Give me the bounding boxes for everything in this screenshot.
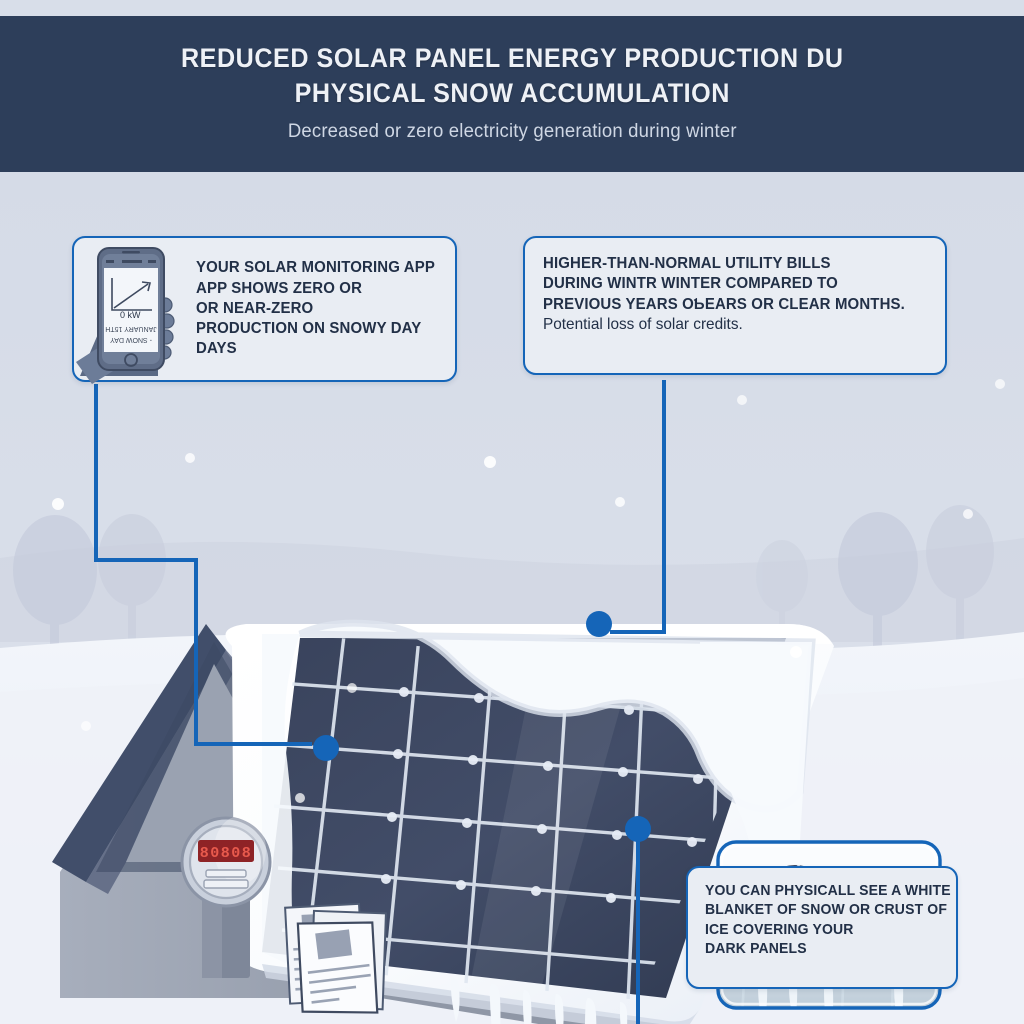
callout1-line-1: APP SHOWS ZERO OR [196, 279, 363, 297]
page-subtitle: Decreased or zero electricity generation… [287, 119, 737, 142]
callout2-subline: Potential loss of solar credits. [543, 315, 743, 333]
connector-dots [313, 611, 651, 842]
page-title-line2: PHYSICAL SNOW ACCUMULATION [294, 78, 730, 108]
callout3-line-1: BLANKET OF SNOW OR CRUST OF [705, 902, 948, 919]
callout2-line-2: PREVIOUS YEARS OƅEARS OR CLEAR MONTHS. [543, 295, 905, 313]
callout-utility-bills[interactable]: HIGHER-THAN-NORMAL UTILITY BILLS DURING … [523, 236, 947, 375]
callout3-line-3: DARK PANELS [705, 940, 807, 957]
page-title: REDUCED SOLAR PANEL ENERGY PRODUCTION DU… [181, 41, 844, 110]
callout1-line-4: DAYS [196, 340, 237, 358]
callout1-line-0: YOUR SOLAR MONITORING APP [196, 259, 435, 277]
callout1-line-2: OR NEAR-ZERO [196, 299, 314, 317]
smartphone-icon: 0 kW JANUARY 15TH - SNOW DAY [74, 238, 192, 384]
connector-dot-roof-right [586, 611, 612, 637]
callout-connectors [94, 380, 666, 1024]
connector-dot-roof-left [313, 735, 339, 761]
phone-caption-line2: - SNOW DAY [110, 336, 152, 343]
callout-solar-app-text: YOUR SOLAR MONITORING APP APP SHOWS ZERO… [192, 252, 445, 365]
electric-meter: 80808 [180, 816, 272, 978]
callout1-line-3: PRODUCTION ON SNOWY DAY [196, 320, 422, 338]
callout-utility-bills-text: HIGHER-THAN-NORMAL UTILITY BILLS DURING … [525, 238, 945, 336]
callout-snow-blanket-text: YOU CAN PHYSICALL SEE A WHITE BLANKET OF… [688, 868, 956, 959]
callout2-line-1: DURING WINTR WINTER COMPARED TO [543, 275, 838, 293]
callout3-line-2: ICE COVERING YOUR [705, 921, 854, 938]
connector-dot-panel-bottom [625, 816, 651, 842]
callout-snow-blanket[interactable]: YOU CAN PHYSICALL SEE A WHITE BLANKET OF… [686, 866, 958, 989]
background-trees [13, 505, 994, 672]
phone-caption-line1: JANUARY 15TH [105, 325, 156, 332]
callout-solar-app[interactable]: 0 kW JANUARY 15TH - SNOW DAY YOUR SOLAR … [72, 236, 457, 384]
callout2-line-0: HIGHER-THAN-NORMAL UTILITY BILLS [543, 255, 831, 272]
meter-display: 80808 [200, 845, 253, 862]
utility-bill-papers [284, 902, 387, 1014]
icicles [450, 978, 628, 1024]
page-title-line1: REDUCED SOLAR PANEL ENERGY PRODUCTION DU [180, 43, 844, 74]
phone-reading: 0 kW [120, 310, 141, 320]
callout3-line-0: YOU CAN PHYSICALL SEE A WHITE [705, 883, 951, 899]
top-strip [0, 0, 1024, 16]
header-banner: REDUCED SOLAR PANEL ENERGY PRODUCTION DU… [0, 16, 1024, 172]
